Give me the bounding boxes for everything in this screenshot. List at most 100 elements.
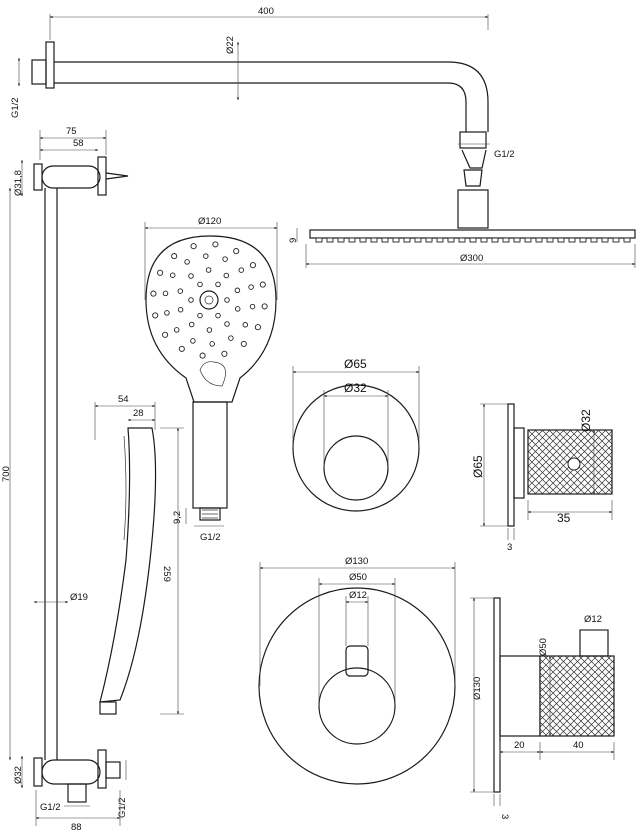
rail-screw [105, 172, 129, 180]
head-nozzle [414, 237, 422, 243]
head-connector [457, 189, 489, 229]
dim-arm-diameter: Ø22 [225, 36, 236, 54]
handshower-center-outer [199, 290, 219, 310]
handshower-center-inner [204, 295, 214, 305]
dim-rail-offset-58: 58 [73, 138, 84, 149]
small-rosette-knob [323, 435, 389, 501]
head-nozzle [601, 237, 609, 243]
handshower-nozzle [188, 273, 194, 279]
dim-small-knob-depth: 35 [557, 511, 571, 525]
head-nozzle [458, 237, 466, 243]
dim-large-rosette-outer: Ø130 [345, 556, 368, 567]
dim-rail-bracket-dia: Ø31,8 [13, 170, 24, 196]
dim-head-diameter: Ø300 [460, 253, 483, 264]
head-nozzle [315, 237, 323, 243]
head-nozzle [403, 237, 411, 243]
arm-wall-flange [45, 41, 55, 89]
handshower-nozzle [215, 312, 221, 319]
handshower-nozzle [164, 310, 170, 316]
handshower-nozzle [169, 272, 176, 278]
rail-top-bracket [41, 165, 101, 189]
handshower-nozzle [242, 322, 249, 328]
head-nozzle [502, 237, 510, 243]
large-knob-knurl [539, 655, 615, 737]
shower-arm: 400 Ø22 G1/2 G1/2 [10, 6, 515, 229]
dim-handshower-dia: Ø120 [198, 216, 221, 227]
dim-head-thickness: 9 [288, 238, 299, 243]
handshower-nozzle [254, 324, 261, 331]
dim-arm-length: 400 [258, 6, 274, 17]
head-nozzle [513, 237, 521, 243]
dim-wall-thread: G1/2 [10, 97, 21, 118]
large-side-plate [493, 597, 501, 793]
small-side-sleeve [513, 427, 525, 499]
handshower-nozzle [228, 335, 234, 341]
handshower-nozzle [234, 287, 241, 294]
dim-handshower-thread: G1/2 [200, 532, 221, 543]
handshower-nozzle [249, 303, 256, 310]
arm-pipe-bottom [54, 82, 467, 132]
handshower-nozzle [224, 321, 230, 327]
large-rosette-side: Ø130 Ø50 Ø12 20 40 3 [470, 597, 615, 819]
dim-handshower-54: 54 [118, 394, 129, 405]
handshower-nozzle [171, 253, 178, 260]
small-rosette-front: Ø65 Ø32 [292, 357, 420, 512]
dim-rail-tube-dia: Ø19 [70, 592, 88, 603]
dim-large-plate: 3 [499, 814, 510, 819]
small-rosette-side: Ø65 Ø32 35 3 [471, 403, 613, 553]
dim-handshower-offset: 9,2 [172, 511, 183, 524]
handshower-handle [192, 401, 228, 509]
dim-large-rosette-stem: Ø12 [349, 590, 367, 601]
large-rosette-knob [318, 667, 396, 745]
large-side-sleeve [499, 655, 541, 737]
head-nozzle [612, 237, 620, 243]
handshower-nozzle [240, 340, 247, 347]
arm-head-thread [459, 131, 487, 149]
handshower-nozzle [224, 297, 230, 303]
handshower-nozzle [233, 248, 240, 255]
dim-handshower-28: 28 [133, 408, 144, 419]
dim-rail-bottom-dia: Ø32 [13, 766, 24, 784]
dim-outlet-thread-left: G1/2 [40, 802, 61, 813]
handshower-nozzle [157, 269, 164, 276]
handshower-side-thread [99, 701, 117, 715]
handshower-head-outline [145, 235, 277, 403]
dim-small-rosette-inner: Ø32 [344, 381, 367, 395]
arm-wall-thread [31, 59, 47, 85]
handshower-front: Ø120 9,2 G1/2 [144, 216, 278, 543]
handshower-nozzle [152, 312, 159, 319]
dim-large-rosette-mid: Ø50 [349, 572, 367, 583]
rail-bottom-bracket [41, 759, 101, 785]
handshower-nozzle [248, 284, 254, 290]
dim-rail-offset-75: 75 [66, 126, 77, 137]
handshower-nozzle [203, 253, 209, 259]
dim-outlet-thread-right: G1/2 [117, 797, 128, 818]
large-rosette-outer [258, 587, 456, 785]
handshower-nozzle [188, 321, 195, 328]
handshower-nozzle [222, 256, 228, 262]
head-nozzle [447, 237, 455, 243]
handshower-mode-button [199, 361, 226, 387]
handshower-nozzle [197, 281, 203, 288]
handshower-nozzle [261, 303, 268, 310]
dim-large-knob-dia: Ø50 [538, 638, 549, 656]
handshower-nozzle [178, 345, 185, 352]
handshower-nozzle [177, 306, 184, 313]
dim-large-stem-dia: Ø12 [584, 614, 602, 625]
head-nozzle [348, 237, 356, 243]
rail-outlet-thread-bottom [67, 783, 87, 803]
head-nozzle [579, 237, 587, 243]
handshower-nozzles [150, 241, 268, 359]
dim-large-knob-depth: 40 [573, 740, 584, 751]
handshower-nozzle [197, 312, 203, 319]
handshower-nozzle [173, 327, 180, 333]
handshower-nozzle [212, 241, 219, 248]
rail-top-wall-plate [97, 156, 107, 196]
head-nozzle [480, 237, 488, 243]
dim-large-sleeve: 20 [514, 740, 525, 751]
head-nozzle [535, 237, 543, 243]
large-knob-stem [579, 629, 609, 657]
small-knob-pin [567, 457, 581, 471]
head-nozzle [425, 237, 433, 243]
